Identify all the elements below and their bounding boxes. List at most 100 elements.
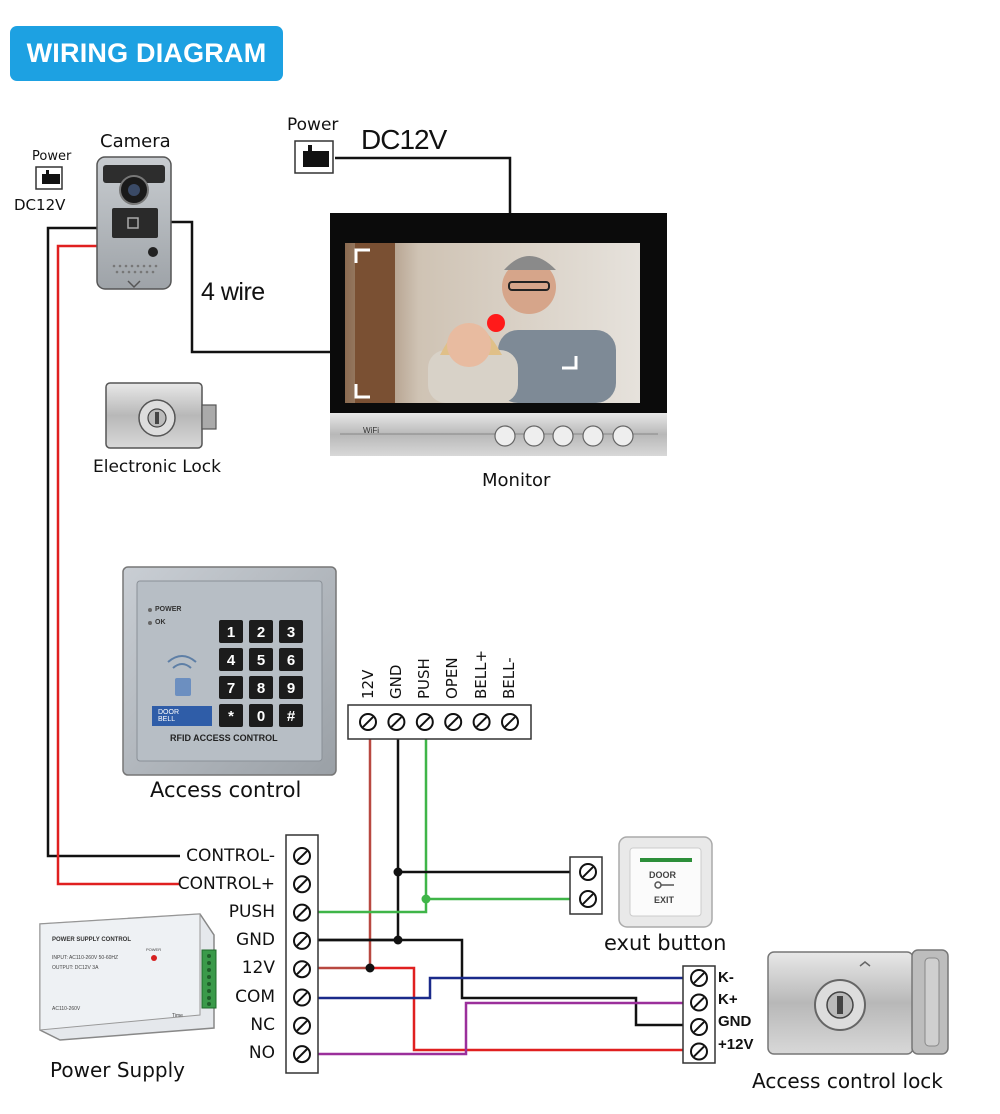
keypad-key-label: 0 bbox=[257, 708, 265, 725]
ps-device-output: OUTPUT: DC12V 3A bbox=[52, 965, 99, 971]
ac-terminal-open: OPEN bbox=[443, 657, 461, 699]
ac-screw-icon bbox=[444, 713, 463, 731]
camera-voltage-label: DC12V bbox=[14, 196, 66, 214]
keypad-key bbox=[279, 620, 303, 643]
ps-screw-icon bbox=[293, 903, 311, 922]
junction-exit-black bbox=[393, 867, 403, 877]
power-supply-device-icon bbox=[39, 913, 217, 1041]
ac-push-wire bbox=[318, 735, 428, 914]
lock-terminal-k-plus: K+ bbox=[718, 991, 738, 1008]
ps-screw-icon bbox=[293, 1045, 311, 1064]
lock-terminal-k-minus: K- bbox=[718, 969, 734, 986]
ps-terminal-no: NO bbox=[248, 1043, 275, 1063]
keypad-key bbox=[279, 704, 303, 727]
monitor-voltage-label: DC12V bbox=[361, 124, 447, 155]
ps-screw-icon bbox=[293, 847, 311, 865]
lock-screw-icon bbox=[690, 1018, 708, 1036]
four-wire-label: 4 wire bbox=[201, 278, 265, 306]
lock-terminal-gnd: GND bbox=[718, 1013, 752, 1030]
monitor-wifi-text: WiFi bbox=[363, 426, 379, 435]
ac-screw-icon bbox=[415, 713, 434, 731]
ps-device-ac: AC110-260V bbox=[52, 1006, 81, 1012]
keypad-doorbell-text: DOOR BELL bbox=[158, 709, 179, 723]
junction-12v bbox=[365, 963, 375, 973]
ps-device-time: Time bbox=[172, 1013, 183, 1019]
keypad-key-label: 6 bbox=[287, 652, 295, 669]
lock-com-wire bbox=[318, 976, 688, 1000]
lock-screw-icon bbox=[690, 1042, 708, 1061]
exit-screw-icon bbox=[579, 890, 597, 908]
access-control-terminal-block bbox=[347, 704, 532, 740]
keypad-key bbox=[249, 704, 273, 727]
ps-device-input: INPUT: AC110-260V 50-60HZ bbox=[52, 955, 119, 961]
keypad-key-label: # bbox=[287, 708, 296, 725]
exit-screw-icon bbox=[579, 863, 597, 881]
junction-gnd bbox=[393, 935, 403, 945]
exit-button-face-door: DOOR bbox=[649, 870, 676, 880]
keypad-key bbox=[219, 648, 243, 671]
electronic-lock-icon bbox=[105, 382, 217, 449]
ps-screw-icon bbox=[293, 960, 311, 979]
lock-terminal-plus-12v: +12V bbox=[718, 1036, 754, 1053]
keypad-key bbox=[279, 648, 303, 671]
keypad-key-label: 9 bbox=[287, 680, 295, 697]
ac-screw-icon bbox=[359, 713, 377, 731]
keypad-key bbox=[219, 676, 243, 699]
ps-terminal-push: PUSH bbox=[228, 902, 275, 922]
ps-terminal-com: COM bbox=[235, 987, 275, 1007]
ps-terminal-nc: NC bbox=[250, 1015, 275, 1035]
ps-screw-icon bbox=[293, 1016, 311, 1035]
keypad-key bbox=[249, 676, 273, 699]
lock-no-wire bbox=[318, 1001, 688, 1056]
power-supply-terminal-strip bbox=[285, 834, 319, 1074]
exit-button-label: exut button bbox=[604, 931, 727, 955]
camera-label: Camera bbox=[100, 131, 171, 152]
ps-screw-icon bbox=[293, 988, 311, 1007]
lock-gnd-wire bbox=[318, 938, 688, 1027]
ac-screw-icon bbox=[387, 713, 406, 731]
monitor-power-wire bbox=[335, 156, 512, 216]
keypad-brand-text: RFID ACCESS CONTROL bbox=[170, 733, 278, 743]
four-wire-cable bbox=[170, 220, 330, 354]
ac-terminal-12v: 12V bbox=[359, 669, 377, 699]
keypad-key-label: 1 bbox=[227, 624, 235, 641]
diagram-title: WIRING DIAGRAM bbox=[10, 26, 283, 81]
ps-terminal-control-minus: CONTROL- bbox=[186, 846, 275, 866]
monitor-label: Monitor bbox=[482, 470, 551, 491]
ps-terminal-control-plus: CONTROL+ bbox=[177, 874, 275, 894]
keypad-key bbox=[249, 620, 273, 643]
lock-screw-icon bbox=[690, 969, 708, 987]
keypad-key-label: 3 bbox=[287, 624, 295, 641]
ac-terminal-gnd: GND bbox=[387, 664, 405, 699]
junction-exit-green bbox=[421, 894, 431, 904]
ac-terminal-bell-minus: BELL- bbox=[500, 657, 518, 699]
exit-button-device-icon bbox=[618, 836, 713, 928]
ac-terminal-bell-plus: BELL+ bbox=[472, 649, 490, 699]
keypad-key-label: 7 bbox=[227, 680, 235, 697]
monitor-power-label: Power bbox=[287, 115, 339, 135]
keypad-key-label: 2 bbox=[257, 624, 265, 641]
keypad-led-power: POWER bbox=[155, 606, 182, 613]
access-control-lock-label: Access control lock bbox=[752, 1069, 943, 1093]
keypad-key bbox=[279, 676, 303, 699]
ps-screw-icon bbox=[293, 875, 311, 894]
ps-terminal-gnd: GND bbox=[236, 930, 275, 950]
electronic-lock-label: Electronic Lock bbox=[93, 457, 221, 477]
ac-screw-icon bbox=[501, 713, 519, 731]
ps-device-power: POWER bbox=[146, 947, 162, 952]
keypad-key bbox=[219, 620, 243, 643]
control-plus-wire bbox=[56, 244, 180, 886]
keypad-led-ok: OK bbox=[155, 619, 166, 626]
monitor-power-plug-icon bbox=[294, 140, 334, 174]
access-control-label: Access control bbox=[150, 778, 302, 802]
ac-screw-icon bbox=[472, 713, 491, 731]
keypad-key bbox=[249, 648, 273, 671]
control-minus-wire bbox=[46, 226, 180, 858]
access-control-lock-device-icon bbox=[767, 949, 949, 1055]
keypad-key-label: 4 bbox=[227, 652, 236, 669]
ac-terminal-push: PUSH bbox=[415, 658, 433, 699]
ps-device-title: POWER SUPPLY CONTROL bbox=[52, 937, 132, 943]
camera-power-label: Power bbox=[32, 149, 72, 164]
